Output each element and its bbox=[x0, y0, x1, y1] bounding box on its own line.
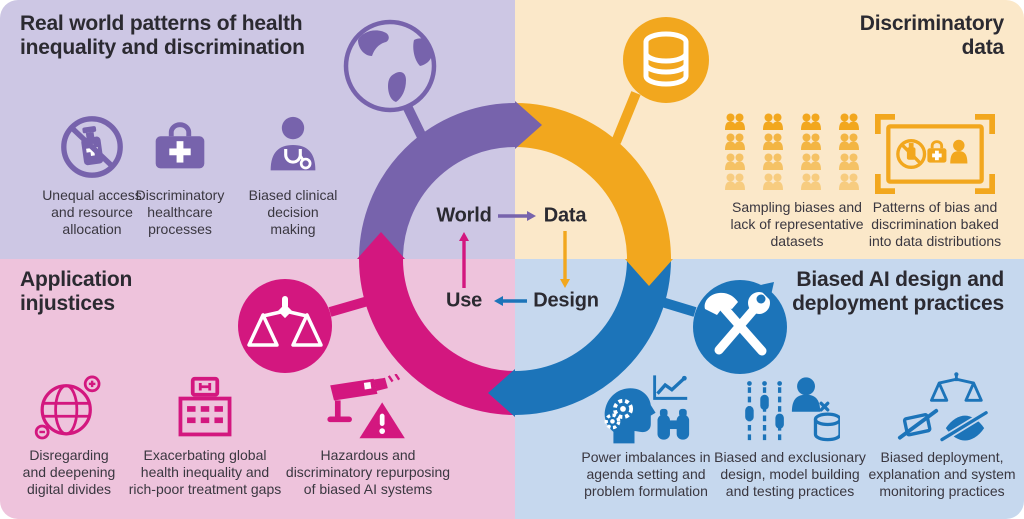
item-label: Biased clinical decision making bbox=[248, 187, 338, 238]
item-label: Power imbalances in agenda setting and p… bbox=[581, 449, 711, 500]
database-icon bbox=[623, 17, 709, 103]
title-biased-ai-design: Biased AI design and deployment practice… bbox=[792, 268, 1004, 315]
center-arrows bbox=[459, 211, 570, 306]
item-rich-poor-gaps: Exacerbating global health inequality an… bbox=[125, 368, 285, 498]
item-discriminatory-healthcare: Discriminatory healthcare processes bbox=[125, 108, 235, 238]
item-label: Exacerbating global health inequality an… bbox=[128, 447, 282, 498]
agenda-power-icon bbox=[600, 366, 692, 444]
item-label: Hazardous and discriminatory repurposing… bbox=[285, 447, 451, 498]
item-label: Sampling biases and lack of representati… bbox=[730, 199, 864, 250]
item-biased-clinical: Biased clinical decision making bbox=[238, 108, 348, 238]
hospital-icon bbox=[171, 368, 239, 442]
item-sampling-biases: Sampling biases and lack of representati… bbox=[712, 110, 882, 250]
item-patterns-of-bias: Patterns of bias and discrimination bake… bbox=[851, 110, 1019, 250]
data-connector bbox=[611, 91, 641, 144]
ring-arrow-design-to-use-icon bbox=[488, 369, 515, 417]
item-biased-deployment: Biased deployment, explanation and syste… bbox=[862, 366, 1022, 500]
ring-arrow-world-to-data-icon bbox=[515, 101, 542, 149]
item-label: Biased deployment, explanation and syste… bbox=[868, 449, 1016, 500]
globe-icon bbox=[343, 19, 437, 113]
clinician-icon bbox=[258, 108, 328, 182]
scales-icon bbox=[238, 279, 332, 373]
monitoring-icon bbox=[896, 366, 988, 444]
item-label: Discriminatory healthcare processes bbox=[135, 187, 225, 238]
ring-arc-data bbox=[514, 103, 671, 260]
cycle-node-world: World bbox=[436, 204, 492, 227]
item-hazardous-repurposing: Hazardous and discriminatory repurposing… bbox=[276, 368, 460, 498]
ring-arc-use bbox=[359, 258, 516, 415]
design-connector bbox=[660, 297, 697, 317]
no-medicine-icon bbox=[57, 108, 127, 182]
title-real-world: Real world patterns of health inequality… bbox=[20, 12, 305, 59]
digital-globe-icon bbox=[32, 368, 106, 442]
surveillance-warning-icon bbox=[326, 368, 410, 442]
arrow-use-to-world-icon bbox=[459, 232, 469, 241]
medical-bag-icon bbox=[145, 108, 215, 182]
item-label: Unequal access and resource allocation bbox=[42, 187, 142, 238]
title-discriminatory-data: Discriminatory data bbox=[859, 12, 1004, 59]
arrow-design-to-use-icon bbox=[494, 296, 503, 306]
cycle-node-use: Use bbox=[445, 289, 483, 312]
use-connector bbox=[328, 296, 370, 317]
arrow-data-to-design-icon bbox=[560, 279, 570, 288]
item-power-imbalances: Power imbalances in agenda setting and p… bbox=[566, 366, 726, 500]
item-digital-divides: Disregarding and deepening digital divid… bbox=[6, 368, 132, 498]
cycle-node-data: Data bbox=[543, 204, 587, 227]
ring-arrow-data-to-design-icon bbox=[625, 259, 673, 286]
title-application-injustices: Application injustices bbox=[20, 268, 133, 315]
item-label: Biased and exclusionary design, model bu… bbox=[714, 449, 866, 500]
item-label: Patterns of bias and discrimination bake… bbox=[868, 199, 1002, 250]
item-exclusionary-design: Biased and exclusionary design, model bu… bbox=[704, 366, 876, 500]
model-building-icon bbox=[740, 366, 840, 444]
framed-bias-icon bbox=[875, 110, 995, 194]
cycle-node-design: Design bbox=[533, 289, 599, 312]
ring-arrow-use-to-world-icon bbox=[357, 232, 405, 259]
ring-arc-design bbox=[514, 258, 671, 415]
ring-arc-world bbox=[359, 103, 516, 260]
item-unequal-access: Unequal access and resource allocation bbox=[37, 108, 147, 238]
item-label: Disregarding and deepening digital divid… bbox=[22, 447, 116, 498]
tools-icon bbox=[693, 280, 787, 374]
arrow-world-to-data-icon bbox=[527, 211, 536, 221]
